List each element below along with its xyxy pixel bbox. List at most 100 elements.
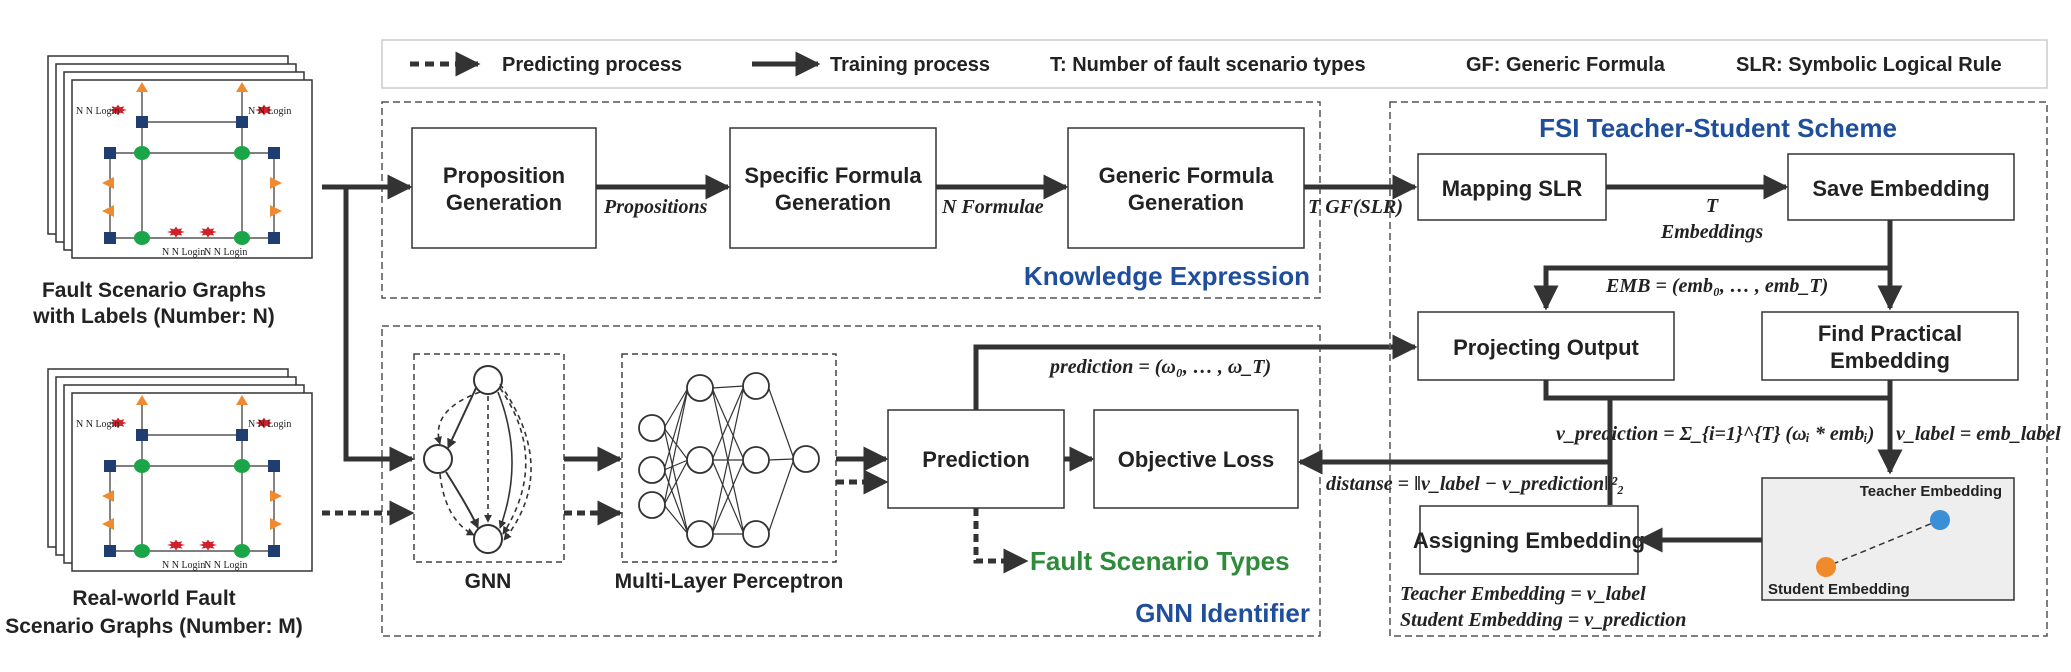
navy-node-icon [236,116,248,128]
mlp-caption: Multi-Layer Perceptron [615,570,844,593]
graph-node-label: N N Login [76,419,119,430]
green-node-icon [134,146,150,160]
propositions-label: Propositions [603,196,708,218]
orange-arrow-icon [236,395,248,405]
navy-node-icon [268,232,280,244]
graph-node-label: N N Login [248,419,291,430]
distance-equation: distanse = ‖v_label − v_prediction‖²₂ [1326,473,1624,495]
svg-text:Generic Formula: Generic Formula [1099,163,1275,188]
orange-arrow-icon [236,82,248,92]
svg-text:Assigning Embedding: Assigning Embedding [1413,528,1645,553]
realworld-caption-line2: Scenario Graphs (Number: M) [5,615,303,638]
n-formulae-label: N Formulae [941,196,1044,218]
gnn-node-bottom [473,524,503,554]
fault-star-icon [199,539,217,551]
legend-gf-def: GF: Generic Formula [1466,54,1666,76]
generic-formula-box [1067,127,1305,249]
orange-arrow-icon [270,518,282,530]
fault-star-icon [255,104,273,116]
mlp-neuron [742,520,770,548]
svg-text:Find Practical: Find Practical [1818,321,1962,346]
save-embedding-box [1787,153,2015,221]
orange-arrow-icon [102,177,114,189]
labeled-graphs-caption-line1: Fault Scenario Graphs [42,279,266,302]
v-label-equation: v_label = emb_label [1896,423,2061,445]
navy-node-icon [268,545,280,557]
fault-star-icon [255,417,273,429]
orange-arrow-icon [102,490,114,502]
graph-node-label: N N Login [204,560,247,571]
navy-node-icon [104,147,116,159]
fault-star-icon [167,226,185,238]
graph-node-label: N N Login [204,247,247,258]
gnn-node-top [473,365,503,395]
projecting-output-box [1417,311,1675,381]
fsi-region: FSI Teacher-Student Scheme Mapping SLR S… [1300,101,2061,637]
svg-text:Projecting Output: Projecting Output [1453,335,1639,360]
mlp-neuron [638,414,666,442]
legend-bar: Predicting process Training process T: N… [381,39,2048,89]
labeled-graphs-caption-line2: with Labels (Number: N) [32,305,275,328]
svg-text:Prediction: Prediction [922,447,1030,472]
assigning-embedding-box [1419,505,1639,575]
student-embedding-dot [1816,557,1836,577]
navy-node-icon [104,232,116,244]
green-node-icon [134,231,150,245]
objective-loss-box [1093,409,1299,509]
mlp-neuron [638,456,666,484]
knowledge-expression-region: Proposition Generation Specific Formula … [381,101,1321,299]
legend-slr-def: SLR: Symbolic Logical Rule [1736,54,2002,76]
gnn-identifier-title: GNN Identifier [1135,598,1310,628]
green-node-icon [234,146,250,160]
student-embedding-label: Student Embedding [1768,581,1910,598]
prediction-equation: prediction = (ω₀, … , ω_T) [1048,356,1271,378]
t-embeddings-label: Embeddings [1660,221,1763,243]
orange-arrow-icon [102,205,114,217]
mlp-neuron [742,446,770,474]
mlp-neuron [686,446,714,474]
svg-text:Objective Loss: Objective Loss [1118,447,1275,472]
svg-text:Generation: Generation [775,190,891,215]
teacher-embedding-label: Teacher Embedding [1860,483,2002,500]
fault-star-icon [199,226,217,238]
mlp-neuron [792,445,820,473]
mlp-neuron [638,491,666,519]
embedding-space-panel [1761,477,2015,601]
navy-node-icon [136,116,148,128]
svg-text:Embedding: Embedding [1830,348,1950,373]
teacher-embedding-equation: Teacher Embedding = v_label [1400,583,1646,605]
legend-predicting: Predicting process [502,54,682,76]
student-embedding-equation: Student Embedding = v_prediction [1400,609,1686,631]
orange-arrow-icon [136,395,148,405]
gnn-identifier-region: GNN Multi-Layer Perceptron Prediction Ob… [381,325,1321,637]
t-gf-slr-label: T GF(SLR) [1308,196,1403,218]
green-node-icon [234,459,250,473]
graph-node-label: N N Login [162,560,205,571]
specific-formula-box [729,127,937,249]
svg-text:Specific Formula: Specific Formula [744,163,922,188]
orange-arrow-icon [270,177,282,189]
svg-text:Mapping SLR: Mapping SLR [1442,176,1583,201]
orange-arrow-icon [136,82,148,92]
green-node-icon [234,231,250,245]
svg-text:Save Embedding: Save Embedding [1812,176,1989,201]
navy-node-icon [136,429,148,441]
orange-arrow-icon [270,205,282,217]
navy-node-icon [104,460,116,472]
prediction-box [887,409,1065,509]
orange-arrow-icon [270,490,282,502]
navy-node-icon [236,429,248,441]
svg-text:Proposition: Proposition [443,163,565,188]
realworld-caption-line1: Real-world Fault [72,587,235,610]
fault-scenario-types-label: Fault Scenario Types [1030,546,1290,576]
knowledge-expression-title: Knowledge Expression [1024,261,1310,291]
legend-training: Training process [830,54,990,76]
mlp-neuron [686,374,714,402]
green-node-icon [134,459,150,473]
graph-node-label: N N Login [162,247,205,258]
navy-node-icon [104,545,116,557]
gnn-caption: GNN [465,570,512,593]
emb-equation: EMB = (emb₀, … , emb_T) [1605,275,1828,297]
v-prediction-equation: v_prediction = Σ_{i=1}^{T} (ωᵢ * embᵢ) [1556,423,1874,445]
